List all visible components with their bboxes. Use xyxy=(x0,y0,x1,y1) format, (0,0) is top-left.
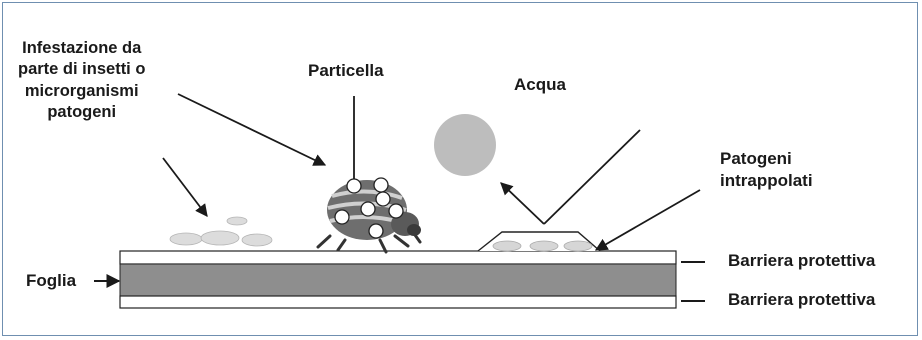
particle xyxy=(389,204,403,218)
particle xyxy=(347,179,361,193)
label-acqua: Acqua xyxy=(514,74,566,96)
water-incoming-line xyxy=(544,130,640,224)
label-patogeni-intrappolati: Patogeni intrappolati xyxy=(720,148,813,192)
label-barriera-top: Barriera protettiva xyxy=(728,250,875,272)
particle xyxy=(374,178,388,192)
particle xyxy=(361,202,375,216)
trapped-pathogen xyxy=(530,241,558,251)
infestation-arrow-to-beetle xyxy=(178,94,325,165)
label-foglia: Foglia xyxy=(26,270,76,292)
label-barriera-bottom: Barriera protettiva xyxy=(728,289,875,311)
top-barrier-layer xyxy=(120,251,676,264)
particle xyxy=(376,192,390,206)
pathogen-spot xyxy=(170,233,202,245)
label-particella: Particella xyxy=(308,60,384,82)
pathogen-spot xyxy=(201,231,239,245)
particle xyxy=(335,210,349,224)
water-droplet xyxy=(434,114,496,176)
pathogen-spot xyxy=(242,234,272,246)
pathogen-spot xyxy=(227,217,247,225)
label-infestazione: Infestazione da parte di insetti o micro… xyxy=(18,38,145,124)
bottom-barrier-layer xyxy=(120,296,676,308)
trapped-pathogen xyxy=(564,241,592,251)
patogeni-arrow xyxy=(596,190,700,250)
trapped-pathogen xyxy=(493,241,521,251)
particle xyxy=(369,224,383,238)
water-repelled-arrow xyxy=(501,183,544,224)
infestation-arrow-to-pathogens xyxy=(163,158,207,216)
leaf-band xyxy=(120,264,676,296)
